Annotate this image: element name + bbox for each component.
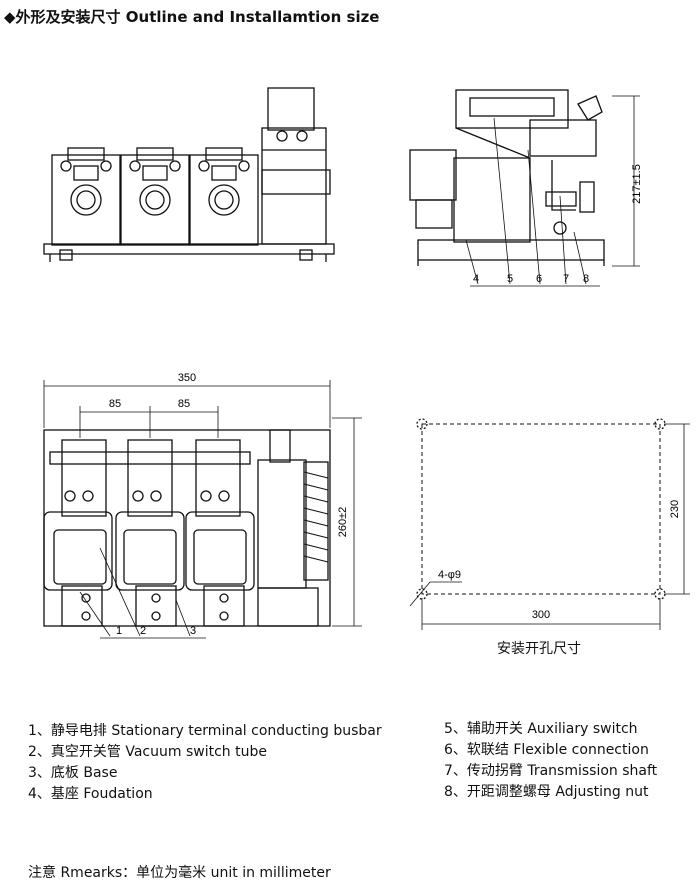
pole — [185, 439, 255, 627]
phase-block — [51, 147, 121, 246]
legend-item: 7、传动拐臂 Transmission shaft — [444, 763, 658, 779]
legend-item: 1、静导电排 Stationary terminal conducting bu… — [28, 723, 382, 739]
dim-pitch-2: 85 — [178, 398, 190, 410]
dim-hole-width: 300 — [532, 609, 550, 621]
phase-block — [189, 147, 259, 246]
plan-view — [43, 380, 362, 639]
dim-total-width: 350 — [178, 372, 196, 384]
hole-caption: 安装开孔尺寸 — [497, 641, 581, 657]
callout-8: 8 — [583, 273, 589, 285]
callout-2: 2 — [140, 625, 146, 637]
callout-3: 3 — [190, 625, 196, 637]
legend-left: 1、静导电排 Stationary terminal conducting bu… — [28, 721, 382, 805]
callout-6: 6 — [536, 273, 542, 285]
legend-item: 2、真空开关管 Vacuum switch tube — [28, 744, 267, 760]
legend-right: 5、辅助开关 Auxiliary switch 6、软联结 Flexible c… — [444, 719, 657, 803]
mounting-hole-view — [409, 418, 690, 630]
dim-pitch-1: 85 — [109, 398, 121, 410]
dim-hole-height: 230 — [669, 500, 681, 518]
legend-item: 5、辅助开关 Auxiliary switch — [444, 721, 638, 737]
side-elevation-view — [409, 89, 640, 287]
dim-height-front: 260±2 — [337, 507, 349, 538]
callout-1: 1 — [116, 625, 122, 637]
callout-4: 4 — [473, 273, 479, 285]
dim-hole-spec: 4-φ9 — [438, 569, 461, 581]
legend-item: 3、底板 Base — [28, 765, 118, 781]
dim-height-side: 217±1.5 — [631, 164, 643, 204]
phase-block — [120, 147, 190, 246]
page-title: ◆外形及安装尺寸 Outline and Installamtion size — [4, 8, 380, 26]
front-elevation-view — [43, 87, 335, 262]
callout-7: 7 — [563, 273, 569, 285]
pole — [43, 439, 113, 627]
legend-item: 6、软联结 Flexible connection — [444, 742, 649, 758]
remark-note: 注意 Rmearks：单位为毫米 unit in millimeter — [28, 865, 331, 881]
pole — [115, 439, 185, 627]
legend-item: 8、开距调整螺母 Adjusting nut — [444, 784, 649, 800]
legend-item: 4、基座 Foudation — [28, 786, 153, 802]
callout-5: 5 — [507, 273, 513, 285]
